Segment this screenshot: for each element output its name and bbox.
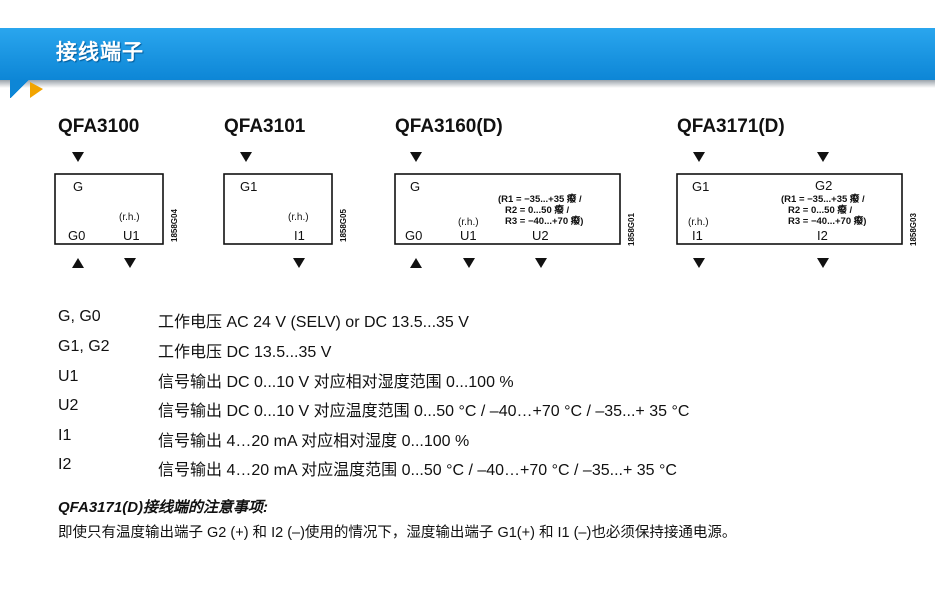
diagram-code: 1858G05 <box>339 209 348 242</box>
rh-label: (r.h.) <box>458 217 479 228</box>
down-arrow-icon <box>535 258 547 268</box>
terminal-label: I1 <box>58 427 72 444</box>
up-arrow-icon <box>72 258 84 268</box>
up-arrow-icon <box>410 258 422 268</box>
terminal-label: G, G0 <box>58 308 101 325</box>
terminal-i1: I1 <box>692 228 703 243</box>
model-title-qfa3160d: QFA3160(D) <box>395 116 503 137</box>
down-arrow-icon <box>72 152 84 162</box>
model-title-qfa3101: QFA3101 <box>224 116 306 137</box>
terminal-description: 信号输出 4…20 mA 对应相对湿度 0...100 % <box>158 433 470 450</box>
terminal-i1: I1 <box>294 228 305 243</box>
terminal-description: 信号输出 4…20 mA 对应温度范围 0...50 °C / –40…+70 … <box>158 462 677 479</box>
down-arrow-icon <box>817 152 829 162</box>
banner-shadow <box>0 80 935 88</box>
range-r1: (R1 = −35...+35 癈 / <box>498 193 582 205</box>
note-title: QFA3171(D)接线端的注意事项: <box>58 499 269 516</box>
terminal-description: 信号输出 DC 0...10 V 对应温度范围 0...50 °C / –40…… <box>158 403 690 420</box>
terminal-g0: G0 <box>405 228 422 243</box>
diagram-code: 1858G03 <box>909 213 918 246</box>
down-arrow-icon <box>817 258 829 268</box>
terminal-label: U2 <box>58 397 79 414</box>
diagram-qfa3101: G1 (r.h.) I1 1858G05 <box>223 152 348 268</box>
diagram-qfa3100: G (r.h.) G0 U1 1858G04 <box>54 152 179 268</box>
model-title-qfa3100: QFA3100 <box>58 116 140 137</box>
diagram-code: 1858G01 <box>627 213 636 246</box>
diagram-qfa3160d: G (R1 = −35...+35 癈 / R2 = 0...50 癈 / R3… <box>394 152 636 268</box>
model-title-qfa3171d: QFA3171(D) <box>677 116 785 137</box>
banner-corner-triangle <box>30 82 43 98</box>
terminal-g1: G1 <box>240 179 257 194</box>
page-title: 接线端子 <box>56 40 144 64</box>
rh-label: (r.h.) <box>688 217 709 228</box>
diagram-qfa3171d: G1 G2 (R1 = −35...+35 癈 / R2 = 0...50 癈 … <box>676 152 918 268</box>
down-arrow-icon <box>693 152 705 162</box>
terminal-g2: G2 <box>815 178 832 193</box>
range-r2: R2 = 0...50 癈 / <box>505 204 570 216</box>
rh-label: (r.h.) <box>119 212 140 223</box>
rh-label: (r.h.) <box>288 212 309 223</box>
terminal-description: 信号输出 DC 0...10 V 对应相对湿度范围 0...100 % <box>158 374 514 391</box>
terminal-g1: G1 <box>692 179 709 194</box>
wiring-diagrams: G (r.h.) G0 U1 1858G04 G1 (r.h.) I1 1858… <box>54 152 918 268</box>
terminal-g0: G0 <box>68 228 85 243</box>
terminal-u1: U1 <box>460 228 477 243</box>
down-arrow-icon <box>693 258 705 268</box>
range-r3: R3 = −40...+70 癈) <box>788 215 866 227</box>
terminal-description: 工作电压 AC 24 V (SELV) or DC 13.5...35 V <box>158 314 469 331</box>
range-r1: (R1 = −35...+35 癈 / <box>781 193 865 205</box>
diagram-code: 1858G04 <box>170 209 179 242</box>
terminal-description: 工作电压 DC 13.5...35 V <box>158 344 332 361</box>
down-arrow-icon <box>240 152 252 162</box>
down-arrow-icon <box>293 258 305 268</box>
terminal-label: U1 <box>58 368 79 385</box>
banner-corner-accent <box>10 80 30 98</box>
terminal-g: G <box>73 179 83 194</box>
terminal-label: I2 <box>58 456 72 473</box>
header-banner <box>0 28 935 80</box>
terminal-g: G <box>410 179 420 194</box>
terminal-u2: U2 <box>532 228 549 243</box>
terminal-u1: U1 <box>123 228 140 243</box>
down-arrow-icon <box>410 152 422 162</box>
range-r2: R2 = 0...50 癈 / <box>788 204 853 216</box>
range-r3: R3 = −40...+70 癈) <box>505 215 583 227</box>
terminal-label: G1, G2 <box>58 338 110 355</box>
down-arrow-icon <box>463 258 475 268</box>
terminal-i2: I2 <box>817 228 828 243</box>
note-text: 即使只有温度输出端子 G2 (+) 和 I2 (–)使用的情况下，湿度输出端子 … <box>58 525 737 541</box>
down-arrow-icon <box>124 258 136 268</box>
